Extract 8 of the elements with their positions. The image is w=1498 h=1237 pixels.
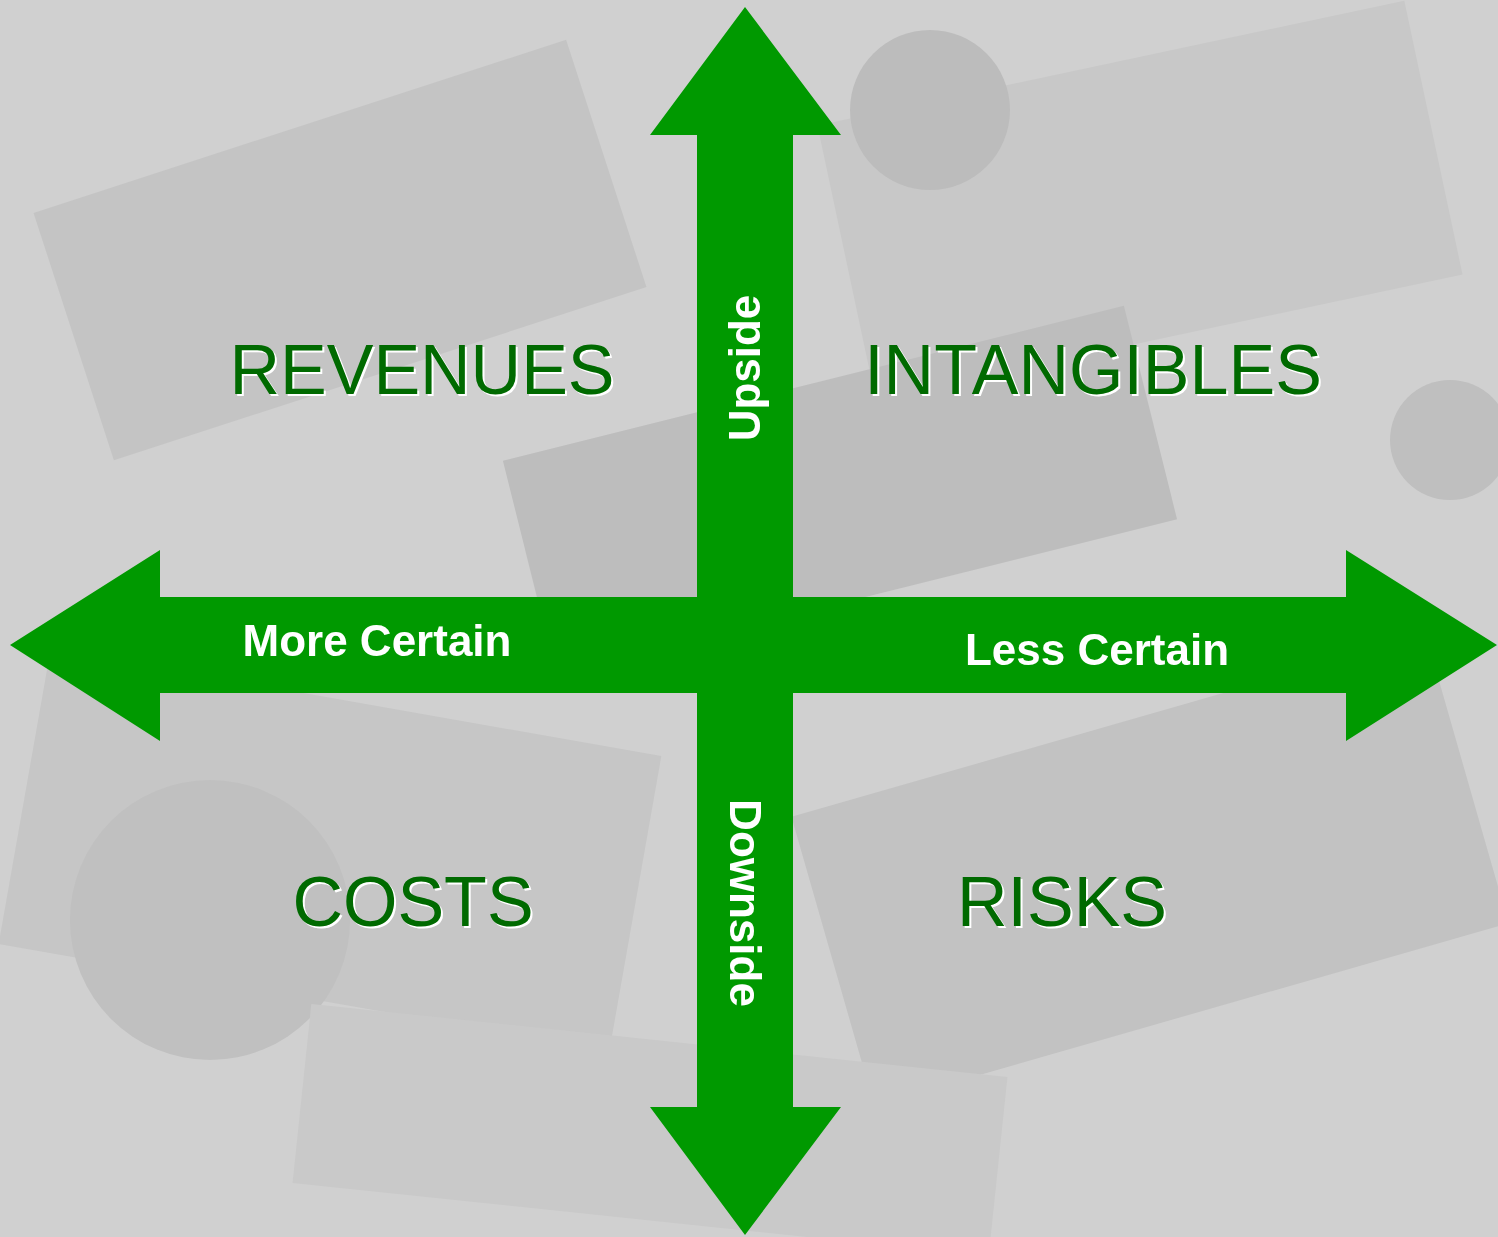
quadrant-label: INTANGIBLES bbox=[864, 335, 1322, 405]
quadrant-label: REVENUES bbox=[229, 335, 615, 405]
axis-label: More Certain bbox=[242, 619, 512, 663]
quadrant-label: COSTS bbox=[292, 867, 534, 937]
quadrant-label: RISKS bbox=[956, 867, 1168, 937]
axis-label: Downside bbox=[723, 799, 767, 1007]
axis-label: Upside bbox=[723, 294, 767, 442]
axis-label: Less Certain bbox=[964, 628, 1230, 672]
